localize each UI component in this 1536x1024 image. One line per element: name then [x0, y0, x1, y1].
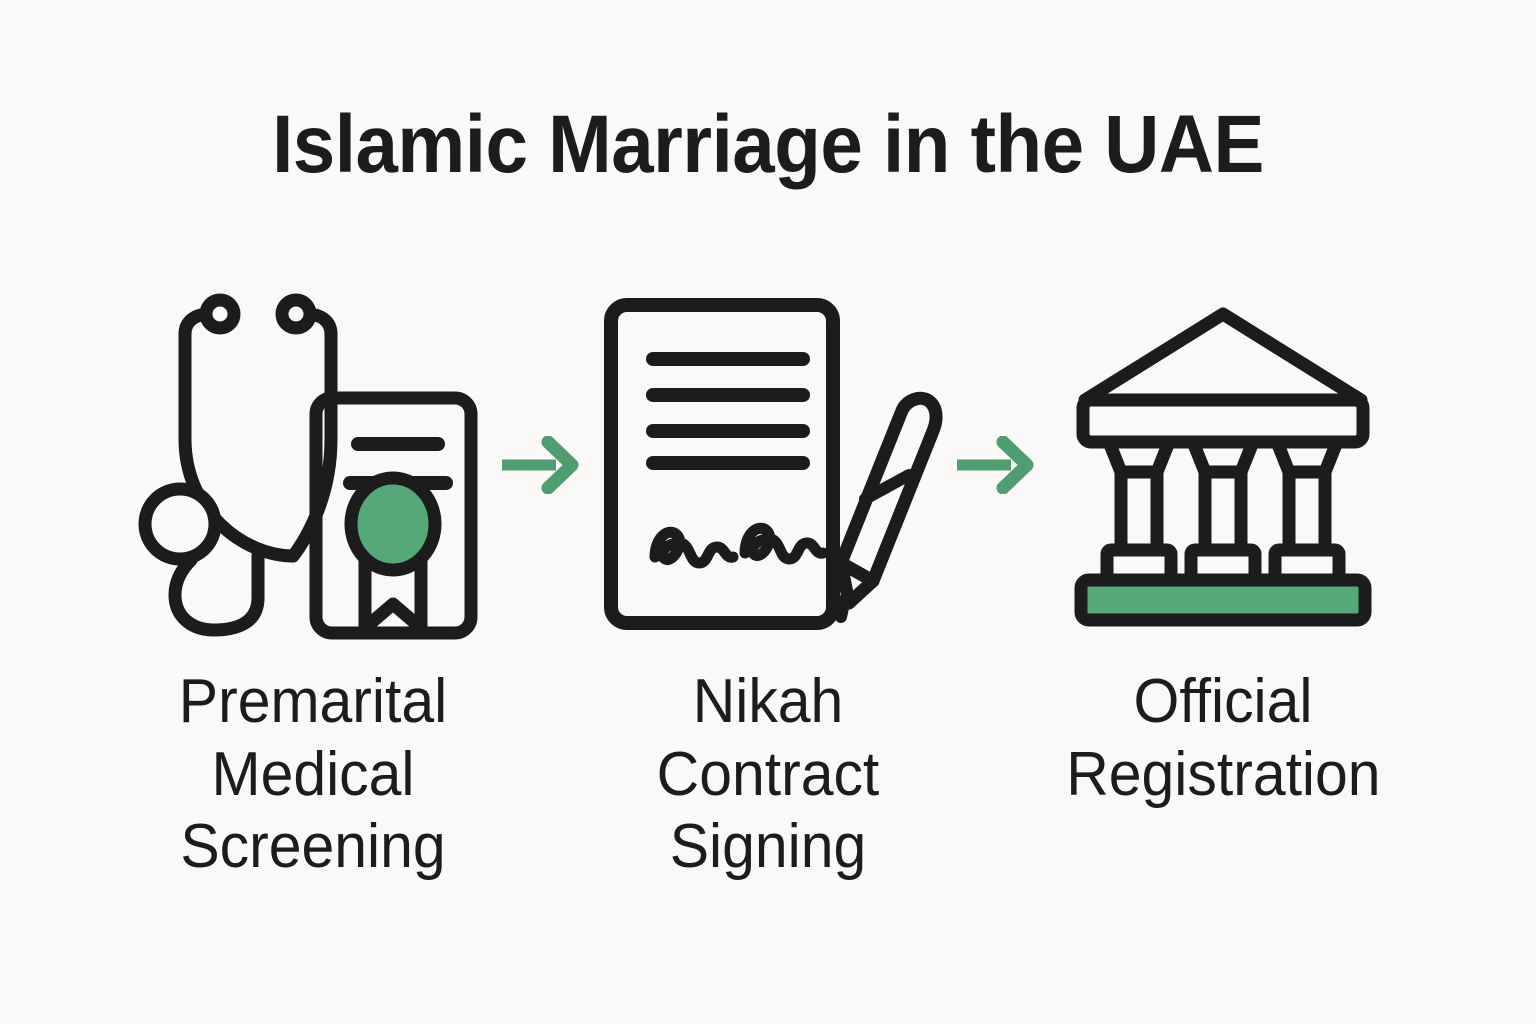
step-1-label-line-3: Screening [180, 812, 446, 882]
step-1-icon-stethoscope-certificate-icon [138, 293, 478, 639]
step-2-label-line-3: Signing [669, 812, 867, 882]
step-3-label-line-1: Official [1133, 667, 1313, 736]
step-3-icon-government-building-icon [1058, 295, 1388, 635]
step-2-label-line-2: Contract [656, 739, 880, 809]
step-1-label: Premarital Medical Screening [156, 666, 470, 884]
step-1-label-line-2: Medical [211, 739, 415, 809]
page-title: Islamic Marriage in the UAE [272, 99, 1264, 190]
step-2-label: Nikah Contract Signing [611, 666, 925, 884]
step-2-icon-signed-contract-pen-icon [603, 295, 943, 635]
arrow-right-icon [501, 436, 578, 494]
step-3-label: Official Registration [1066, 666, 1380, 811]
process-flow [0, 285, 1536, 645]
step-labels: Premarital Medical Screening Nikah Contr… [0, 666, 1536, 884]
arrow-right-icon [956, 436, 1033, 494]
step-1-label-line-1: Premarital [178, 667, 448, 736]
flow-arrow-1 [478, 295, 603, 635]
step-3-label-line-2: Registration [1066, 739, 1381, 809]
step-2-label-line-1: Nikah [692, 667, 844, 736]
flow-arrow-2 [933, 295, 1058, 635]
